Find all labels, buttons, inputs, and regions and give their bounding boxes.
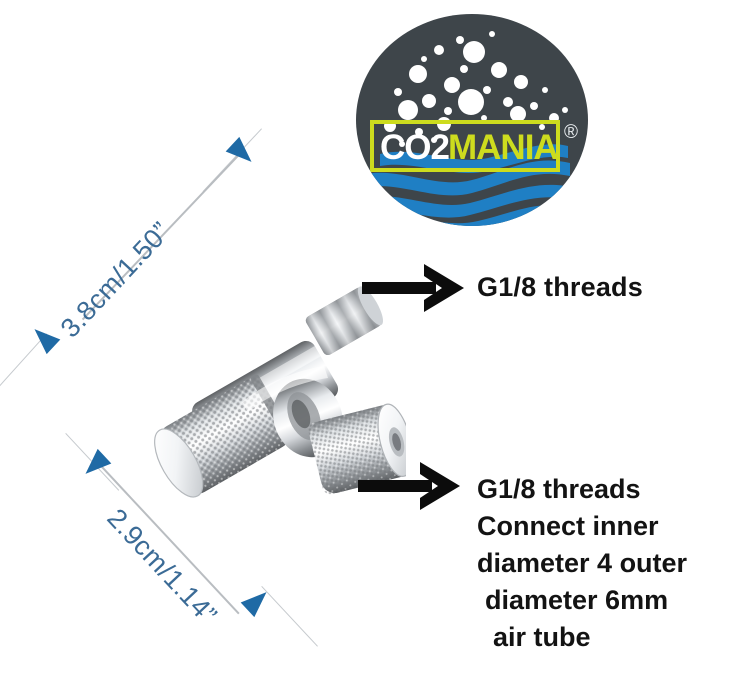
callout-line-2: Connect inner — [477, 511, 659, 541]
callout-line-5: air tube — [493, 622, 591, 652]
valve-left-knurled-knob — [154, 374, 295, 498]
valve-top-threaded-port — [305, 286, 384, 356]
logo-wordmark-frame — [370, 120, 560, 172]
logo-text-mania: MANIA — [448, 128, 559, 167]
dimension-label-width: 2.9cm/1.14” — [101, 502, 223, 631]
logo-text-co2: CO2 — [380, 128, 450, 167]
callout-line-1: G1/8 threads — [477, 474, 641, 504]
dimension-arrowhead-width-bottom — [240, 584, 274, 618]
logo-trademark-symbol: ® — [564, 122, 578, 143]
product-image-co2-needle-valve — [138, 278, 406, 514]
valve-specular-highlight — [242, 366, 328, 412]
callout-line-4: diameter 6mm — [485, 585, 669, 615]
callout-arrow-bottom-port — [358, 460, 462, 512]
valve-right-knurled-knob — [308, 403, 406, 495]
callout-line-3: diameter 4 outer — [477, 548, 688, 578]
callout-label-bottom-port: G1/8 threads Connect inner diameter 4 ou… — [477, 471, 687, 656]
logo-bubbles-icon — [384, 31, 568, 147]
callout-label-top-port: G1/8 threads — [477, 272, 643, 302]
brand-logo-badge: CO2 MANIA ® — [356, 14, 588, 226]
callout-arrow-top-port — [362, 262, 466, 314]
